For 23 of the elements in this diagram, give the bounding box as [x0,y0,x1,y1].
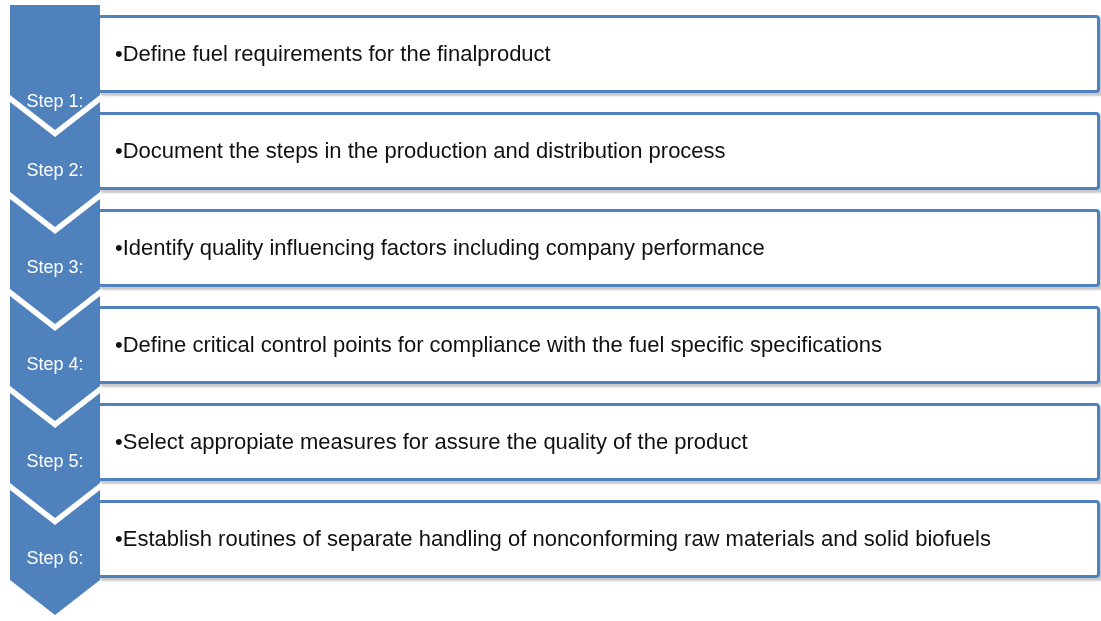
text-box [97,306,1100,384]
step-description: •Select appropiate measures for assure the quality of the product [115,429,749,455]
text-box [97,209,1100,287]
step-description: •Establish routines of separate handling of nonconforming raw materials and solid biofuels [115,526,992,552]
chevron-shape [10,296,100,421]
text-box [97,112,1100,190]
step-label: Step 5: [25,451,85,472]
text-box [97,15,1100,93]
step-description: •Define fuel requirements for the finalproduct [115,41,552,67]
step-label: Step 3: [25,257,85,278]
text-box [97,500,1100,578]
text-box [97,403,1100,481]
step-description: •Identify quality influencing factors including company performance [115,235,766,261]
step-label: Step 6: [25,548,85,569]
step-description: •Define critical control points for compliance with the fuel specific specifications [115,332,884,358]
chevron-shape [10,490,100,615]
chevron-shape [10,393,100,518]
step-description: •Document the steps in the production and distribution process [115,138,727,164]
step-label: Step 4: [25,354,85,375]
step-label: Step 1: [25,91,85,112]
chevron-shape [10,199,100,324]
step-label: Step 2: [25,160,85,181]
chevron-shape [10,5,100,130]
